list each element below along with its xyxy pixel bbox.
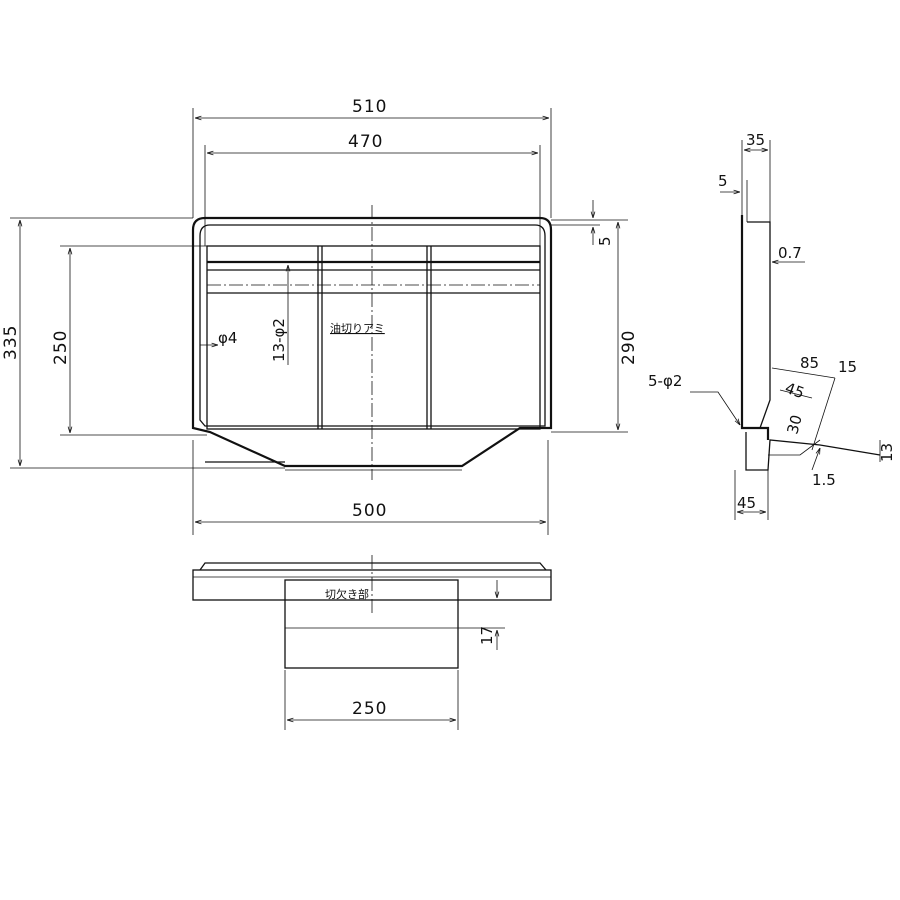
dim-290: 290 bbox=[619, 330, 639, 365]
dim-335: 335 bbox=[1, 325, 21, 360]
part-label: 油切りアミ bbox=[330, 321, 385, 335]
dim-510: 510 bbox=[352, 97, 387, 117]
notch-outline bbox=[284, 579, 459, 669]
dim-45-upper: 45 bbox=[783, 379, 807, 402]
dim-470: 470 bbox=[348, 132, 383, 152]
tray-outline bbox=[191, 216, 553, 468]
dim-250-bottom: 250 bbox=[352, 699, 387, 719]
dim-35: 35 bbox=[746, 131, 765, 149]
side-mesh bbox=[747, 221, 771, 429]
holes-count-label: 13-φ2 bbox=[270, 318, 288, 362]
dim-5-side: 5 bbox=[718, 172, 728, 190]
hole-dia-label: φ4 bbox=[218, 329, 237, 347]
dim-45-bottom: 45 bbox=[737, 494, 756, 512]
notch-label: 切欠き部 bbox=[325, 587, 369, 601]
side-view: 35 5 0.7 5-φ2 85 15 45 30 13 1.5 45 bbox=[648, 131, 896, 520]
side-profile bbox=[740, 215, 770, 440]
dim-0-7: 0.7 bbox=[778, 244, 802, 262]
side-lip bbox=[745, 432, 881, 471]
bottom-view: 切欠き部 250 17 bbox=[192, 555, 552, 730]
dim-30: 30 bbox=[783, 413, 805, 436]
tray-rim bbox=[199, 562, 547, 571]
holes-side-label: 5-φ2 bbox=[648, 372, 682, 390]
dim-500: 500 bbox=[352, 501, 387, 521]
dim-5-front: 5 bbox=[596, 236, 614, 246]
dim-250-front: 250 bbox=[51, 330, 71, 365]
mesh-frame bbox=[206, 245, 541, 430]
dim-17: 17 bbox=[478, 626, 496, 645]
dim-15: 15 bbox=[838, 358, 857, 376]
dim-13: 13 bbox=[878, 443, 896, 462]
front-view: 510 470 500 335 250 290 5 φ4 13-φ2 油切りアミ bbox=[1, 97, 639, 535]
dim-85: 85 bbox=[800, 354, 819, 372]
dim-1-5: 1.5 bbox=[812, 471, 836, 489]
